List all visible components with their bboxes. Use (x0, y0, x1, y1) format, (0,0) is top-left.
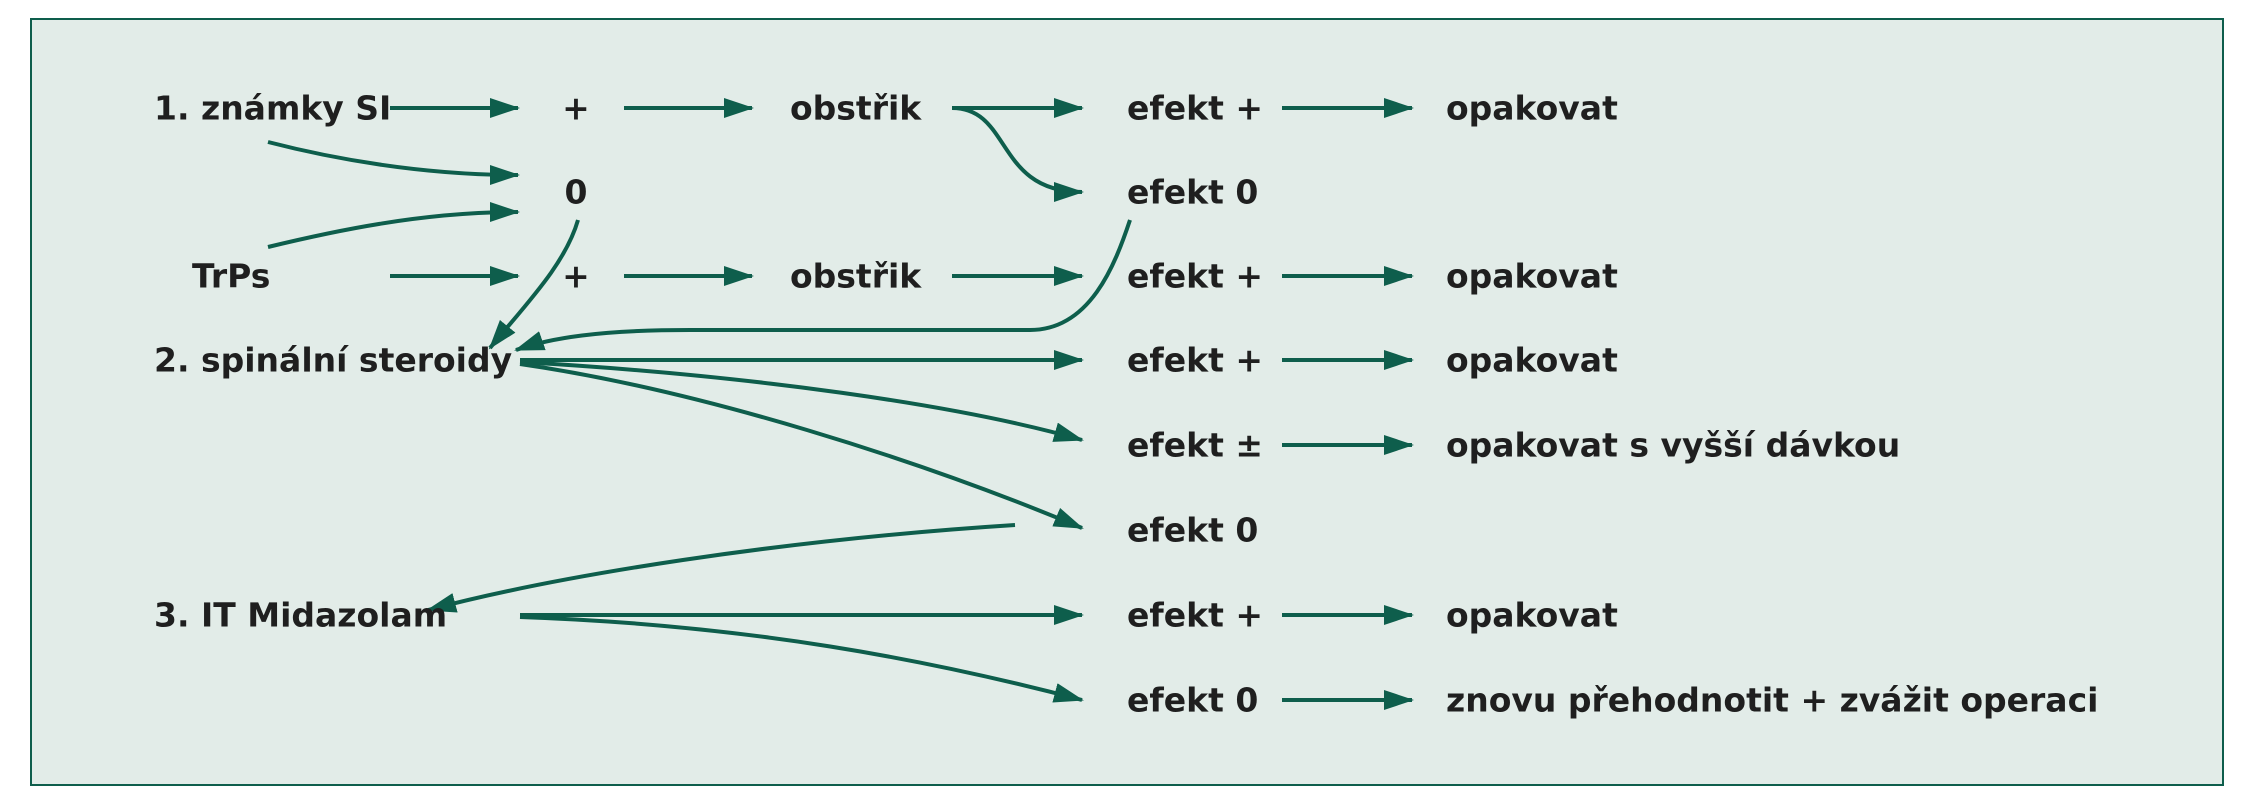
node-trps: TrPs (192, 256, 271, 296)
arrow-effect-zero-to-steroids (514, 219, 1132, 352)
arrow-signs-to-zero (267, 140, 520, 185)
node-effect-row2: efekt 0 (1127, 172, 1259, 212)
node-effect-row3: efekt + (1127, 256, 1263, 296)
node-spinal-steroids: 2. spinální steroidy (154, 340, 513, 380)
node-effect-row6: efekt 0 (1127, 510, 1259, 550)
node-outcome-row3: opakovat (1446, 256, 1618, 296)
arrow-trps-to-zero (267, 202, 520, 249)
node-outcome-row8: znovu přehodnotit + zvážit operaci (1446, 680, 2099, 720)
arrow-steroids-to-effect-zero (519, 362, 1084, 530)
node-signs-si: 1. známky SI (154, 88, 392, 128)
node-plus-row1: + (562, 88, 590, 128)
node-it-midazolam: 3. IT Midazolam (154, 595, 448, 635)
node-outcome-row5: opakovat s vyšší dávkou (1446, 425, 1901, 465)
node-injection-row3: obstřik (790, 256, 922, 296)
arrow-effect-zero-to-midazolam (426, 523, 1016, 613)
node-injection-row1: obstřik (790, 88, 922, 128)
arrow-steroids-to-effect-pm (519, 360, 1084, 442)
node-effect-row1: efekt + (1127, 88, 1263, 128)
node-effect-row5: efekt ± (1127, 425, 1263, 465)
node-zero-row2: 0 (564, 172, 588, 212)
diagram-frame (30, 18, 2224, 786)
arrow-zero-to-steroids (488, 219, 580, 350)
node-outcome-row1: opakovat (1446, 88, 1618, 128)
arrow-injection-to-effect-zero (951, 106, 1084, 202)
node-plus-row3: + (562, 256, 590, 296)
arrow-midazolam-to-effect-zero (519, 615, 1084, 703)
node-effect-row8: efekt 0 (1127, 680, 1259, 720)
node-effect-row7: efekt + (1127, 595, 1263, 635)
node-effect-row4: efekt + (1127, 340, 1263, 380)
node-outcome-row7: opakovat (1446, 595, 1618, 635)
node-outcome-row4: opakovat (1446, 340, 1618, 380)
